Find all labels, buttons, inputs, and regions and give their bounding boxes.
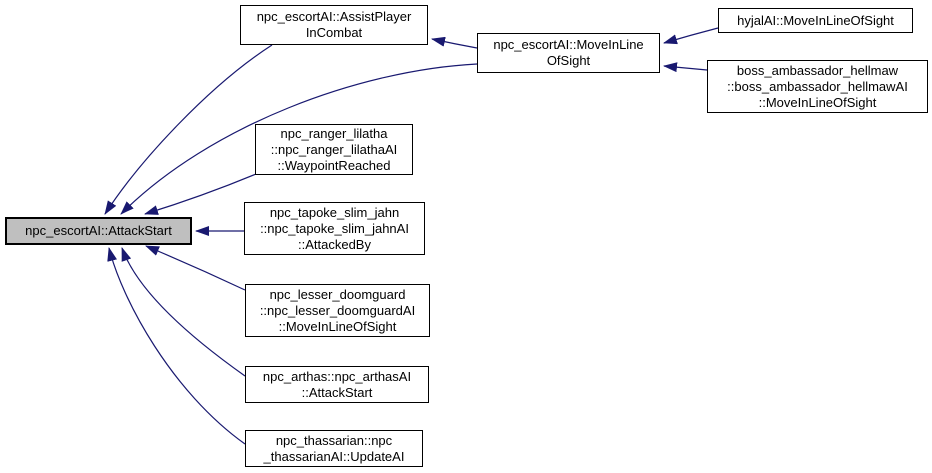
graph-node-npc-ranger-lilatha-waypointreached[interactable]: npc_ranger_lilatha ::npc_ranger_lilathaA… xyxy=(255,124,413,175)
graph-node-label: hyjalAI::MoveInLineOfSight xyxy=(737,12,894,28)
graph-node-npc-tapoke-slim-jahn-attackedby[interactable]: npc_tapoke_slim_jahn ::npc_tapoke_slim_j… xyxy=(244,202,425,255)
graph-node-boss-ambassador-hellmaw-moveinlineofsight[interactable]: boss_ambassador_hellmaw ::boss_ambassado… xyxy=(707,60,928,113)
edge-npc-ranger-lilatha-waypointreached-to-npc-escortai-attackstart xyxy=(144,173,257,215)
graph-node-label: npc_escortAI::AssistPlayer InCombat xyxy=(256,9,412,40)
graph-node-npc-escortai-assistplayerincombat[interactable]: npc_escortAI::AssistPlayer InCombat xyxy=(240,5,428,45)
graph-node-npc-lesser-doomguard-moveinlineofsight[interactable]: npc_lesser_doomguard ::npc_lesser_doomgu… xyxy=(245,284,430,337)
edge-hyjalai-moveinlineofsight-to-npc-escortai-moveinlineofsight xyxy=(663,27,719,45)
graph-node-label: npc_thassarian::npc _thassarianAI::Updat… xyxy=(263,432,405,464)
graph-node-label: npc_tapoke_slim_jahn ::npc_tapoke_slim_j… xyxy=(260,204,409,252)
graph-node-label: npc_lesser_doomguard ::npc_lesser_doomgu… xyxy=(259,286,416,334)
graph-node-npc-thassarian-updateai[interactable]: npc_thassarian::npc _thassarianAI::Updat… xyxy=(245,430,423,467)
edge-npc-thassarian-updateai-to-npc-escortai-attackstart xyxy=(107,247,246,445)
graph-node-label: npc_escortAI::MoveInLine OfSight xyxy=(493,37,644,68)
graph-node-label: npc_ranger_lilatha ::npc_ranger_lilathaA… xyxy=(270,125,398,173)
edge-npc-arthas-attackstart-to-npc-escortai-attackstart xyxy=(121,247,246,377)
graph-node-label: npc_arthas::npc_arthasAI ::AttackStart xyxy=(262,368,412,400)
graph-node-label: boss_ambassador_hellmaw ::boss_ambassado… xyxy=(727,62,908,110)
edge-npc-lesser-doomguard-moveinlineofsight-to-npc-escortai-attackstart xyxy=(145,245,246,291)
edge-boss-ambassador-hellmaw-moveinlineofsight-to-npc-escortai-moveinlineofsight xyxy=(663,62,708,73)
graph-node-hyjalai-moveinlineofsight[interactable]: hyjalAI::MoveInLineOfSight xyxy=(718,8,913,33)
graph-node-npc-escortai-attackstart[interactable]: npc_escortAI::AttackStart xyxy=(5,217,192,245)
edge-npc-escortai-assistplayerincombat-to-npc-escortai-attackstart xyxy=(104,44,273,215)
edge-npc-escortai-moveinlineofsight-to-npc-escortai-assistplayerincombat xyxy=(431,36,478,49)
graph-node-label: npc_escortAI::AttackStart xyxy=(25,223,172,238)
graph-node-npc-escortai-moveinlineofsight[interactable]: npc_escortAI::MoveInLine OfSight xyxy=(477,33,660,73)
graph-node-npc-arthas-attackstart[interactable]: npc_arthas::npc_arthasAI ::AttackStart xyxy=(245,366,429,403)
